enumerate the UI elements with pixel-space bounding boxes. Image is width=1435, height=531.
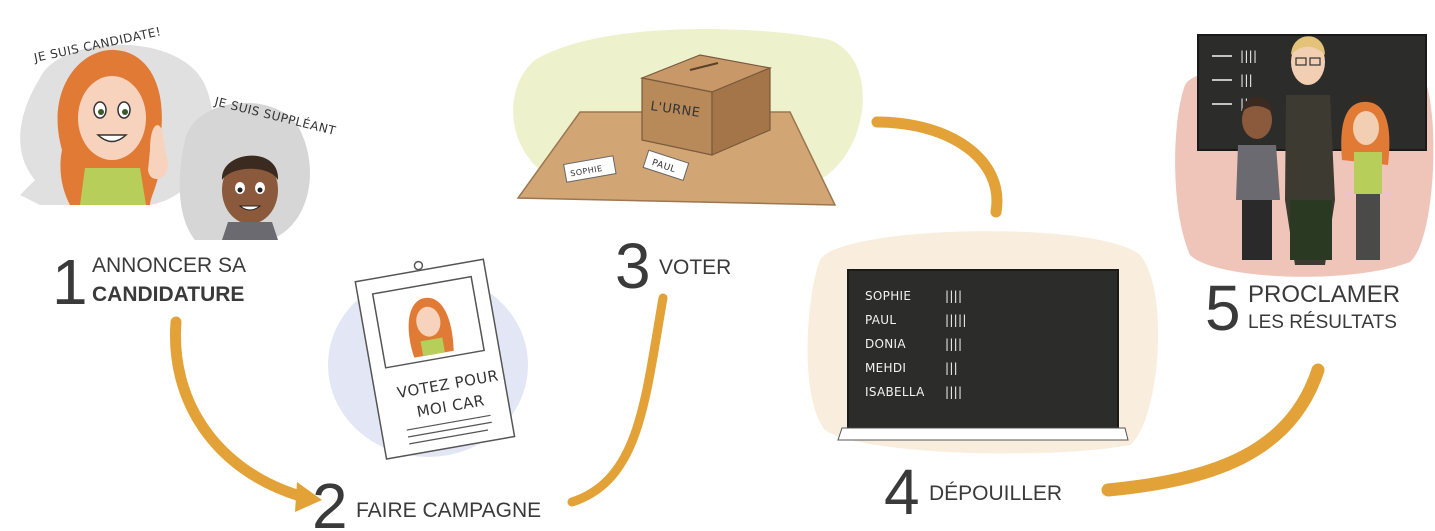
arrowhead-2	[295, 482, 322, 512]
step-3-label: 3 VOTER	[615, 230, 731, 302]
tally-name: ISABELLA	[865, 385, 925, 399]
tally-name: MEHDI	[865, 361, 906, 375]
step-4-label: 4 DÉPOUILLER	[884, 456, 1062, 528]
step-3-illustration: L'URNE SOPHIE PAUL	[513, 28, 863, 206]
results-marks-text: |||	[1240, 73, 1253, 87]
girl5-top	[1354, 152, 1382, 194]
step-2-line-1: FAIRE CAMPAGNE	[356, 499, 541, 522]
arrow-3-to-4	[871, 116, 1003, 218]
tally-name: DONIA	[865, 337, 906, 351]
girl5-head	[1353, 111, 1379, 145]
boy-head	[1242, 101, 1272, 139]
boy-face	[222, 156, 278, 224]
results-marks-text: ||||	[1240, 49, 1257, 63]
ballot-box-side	[711, 67, 771, 156]
girl-hand	[148, 125, 168, 180]
boy-shirt	[222, 222, 278, 240]
step-4-illustration: SOPHIE |||| PAUL ||||| DONIA |||| MEHDI ||| ISAB…	[807, 231, 1159, 454]
tally-marks: ||||	[945, 385, 962, 399]
arrow-1-to-2	[169, 316, 306, 502]
step-2-label: 2 FAIRE CAMPAGNE	[312, 470, 541, 531]
step-5-label: 5 PROCLAMER LES RÉSULTATS	[1205, 272, 1400, 344]
tally-name: PAUL	[865, 313, 896, 327]
ballot-paper-2	[642, 149, 690, 181]
ballot-slot	[689, 62, 719, 71]
tally-name: SOPHIE	[865, 289, 911, 303]
step-4-line-1: DÉPOUILLER	[929, 482, 1062, 505]
step-5-line-1: PROCLAMER	[1248, 281, 1400, 308]
step-1-line-2: CANDIDATURE	[92, 283, 244, 306]
step-5-illustration: |||||||||	[1175, 34, 1434, 277]
step-2-number: 2	[312, 470, 348, 531]
arrow-2-to-3	[567, 293, 668, 507]
arrow-4-to-5	[1101, 363, 1325, 497]
step-1-number: 1	[52, 246, 88, 318]
step-1-line-1: ANNONCER SA	[92, 254, 246, 277]
tally-marks: |||||	[945, 313, 967, 327]
girl-top	[80, 168, 146, 205]
step-3-line-1: VOTER	[659, 256, 731, 279]
step-5-line-2: LES RÉSULTATS	[1248, 312, 1397, 333]
tally-marks: ||||	[945, 337, 962, 351]
adult-head	[1291, 39, 1325, 85]
step-1-label: 1 ANNONCER SA CANDIDATURE	[52, 246, 246, 318]
flow-arrows	[169, 116, 1325, 512]
boy-hair	[221, 155, 279, 180]
ballot-paper-1	[563, 155, 617, 183]
adult-legs	[1290, 200, 1332, 260]
boy-body	[1236, 145, 1280, 200]
tally-rows: SOPHIE |||| PAUL ||||| DONIA |||| MEHDI ||| ISAB…	[865, 289, 967, 399]
girl-face	[78, 76, 146, 160]
tally-board	[847, 269, 1119, 429]
tally-marks: ||||	[945, 289, 962, 303]
step-5-number: 5	[1205, 272, 1241, 344]
poster-pin	[413, 260, 424, 271]
step-2-illustration: VOTEZ POUR MOI CAR	[328, 258, 528, 460]
step-3-number: 3	[615, 230, 651, 302]
ballot-box-label: L'URNE	[649, 99, 701, 121]
step-1-illustration: JE SUIS CANDIDATE! JE SUIS SUPPLÉANT	[20, 24, 338, 241]
tally-board-ledge	[837, 427, 1129, 441]
step-4-number: 4	[884, 456, 920, 528]
tally-marks: |||	[945, 361, 958, 375]
poster-lines	[406, 414, 492, 445]
